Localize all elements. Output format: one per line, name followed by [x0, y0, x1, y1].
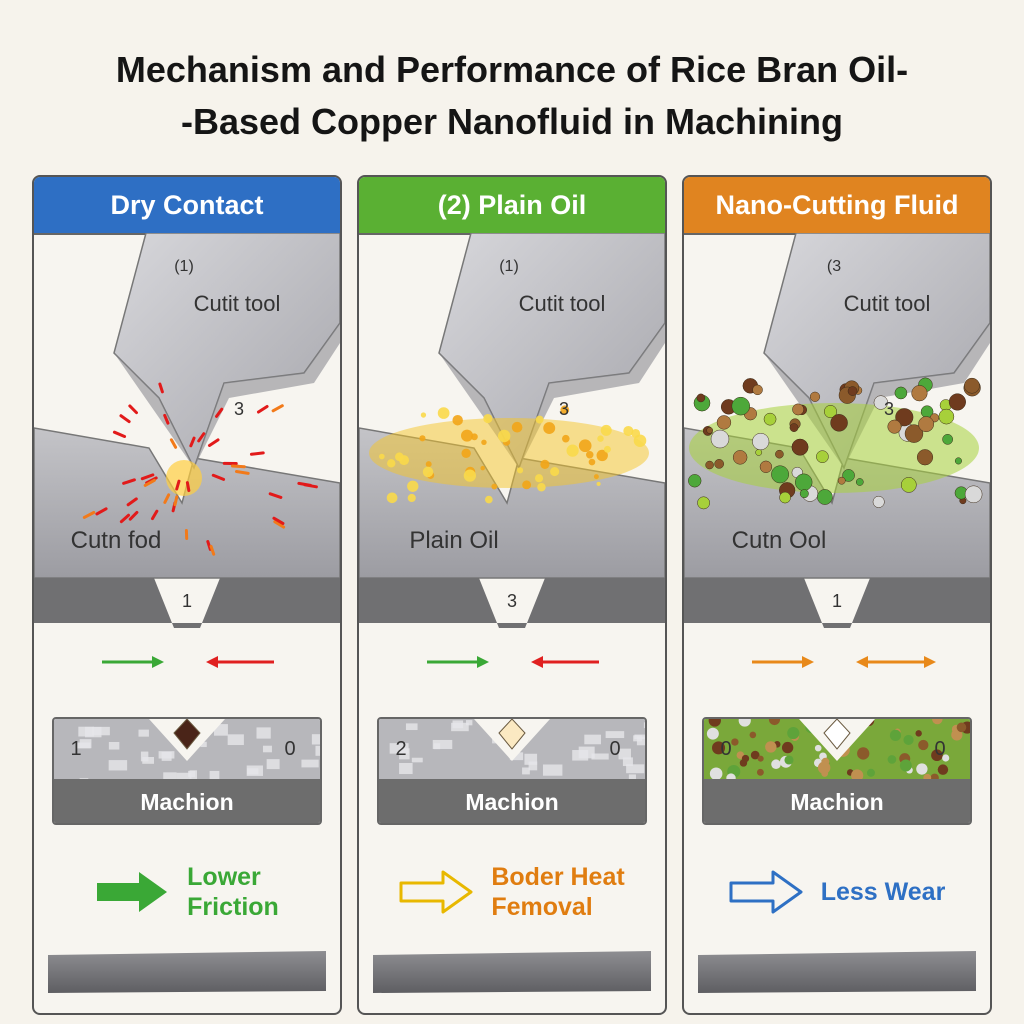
- workpiece-surface: [373, 951, 651, 993]
- arrow-left-icon: [856, 656, 936, 668]
- friction-sparks: [82, 382, 318, 556]
- workpiece-label: Plain Oil: [409, 527, 498, 554]
- benefit-line: Less Wear: [820, 878, 946, 906]
- machine-label: Machion: [379, 779, 645, 823]
- benefit-line: Lower: [187, 863, 261, 891]
- tool-label: Cutit tool: [519, 291, 606, 316]
- tool-label: Cutit tool: [194, 291, 281, 316]
- motion-arrows: [427, 656, 599, 668]
- solid-arrow-right-icon: [97, 872, 168, 912]
- tool-tip-badge: 3: [559, 399, 569, 419]
- base-badge: 1: [832, 591, 842, 611]
- motion-arrows: [102, 656, 274, 668]
- tool-tip-badge: 3: [234, 399, 244, 419]
- panel-header: (2) Plain Oil: [359, 177, 665, 235]
- benefit-text: Less Wear: [821, 877, 946, 907]
- arrow-right-icon: [427, 656, 489, 668]
- title-line-2: -Based Copper Nanofluid in Machining: [180, 101, 843, 142]
- chip-icon: [823, 719, 851, 750]
- arrow-right-icon: [752, 656, 814, 668]
- benefit-line: Femoval: [491, 893, 593, 921]
- tool-badge: (1): [499, 258, 519, 275]
- tool-badge: (3: [827, 258, 841, 275]
- workpiece-base: [359, 578, 665, 628]
- workpiece-base: [684, 578, 990, 628]
- chip-icon: [173, 719, 201, 750]
- machine-badge-right: 0: [284, 738, 295, 760]
- machine-badge-left: 0: [720, 738, 731, 760]
- tool-tip-badge: 3: [884, 399, 894, 419]
- workpiece-label: Cutn fod: [71, 527, 162, 554]
- machine-label: Machion: [704, 779, 970, 823]
- workpiece-surface: [48, 951, 326, 993]
- workpiece-base: [34, 578, 340, 628]
- machine-badge-right: 0: [609, 738, 620, 760]
- motion-arrows: [752, 656, 936, 668]
- tool-badge: (1): [174, 258, 194, 275]
- base-badge: 1: [182, 591, 192, 611]
- benefit-line: Friction: [187, 893, 279, 921]
- arrow-left-icon: [531, 656, 599, 668]
- machine-badge-left: 1: [70, 738, 81, 760]
- workpiece-surface: [698, 951, 976, 993]
- nanoparticle-cloud: [688, 377, 983, 510]
- chip-icon: [498, 719, 526, 750]
- base-badge: 3: [507, 591, 517, 611]
- machine-badge-right: 0: [934, 738, 945, 760]
- page-title: Mechanism and Performance of Rice Bran O…: [0, 44, 1024, 148]
- machine-label: Machion: [54, 779, 320, 823]
- title-line-1: Mechanism and Performance of Rice Bran O…: [115, 49, 909, 90]
- panel-header: Dry Contact: [34, 177, 340, 235]
- benefit-row: Less Wear: [684, 857, 990, 927]
- outline-arrow-right-icon: [729, 870, 803, 914]
- benefit-line: Boder Heat: [491, 863, 625, 891]
- panel-header: Nano-Cutting Fluid: [684, 177, 990, 235]
- cutting-tool: [113, 233, 340, 470]
- oil-splash: [369, 405, 649, 504]
- machine-badge-left: 2: [395, 738, 406, 760]
- arrow-right-icon: [102, 656, 164, 668]
- tool-label: Cutit tool: [844, 291, 931, 316]
- outline-arrow-right-icon: [399, 870, 473, 914]
- arrow-left-icon: [206, 656, 274, 668]
- workpiece-label: Cutn Ool: [732, 527, 827, 554]
